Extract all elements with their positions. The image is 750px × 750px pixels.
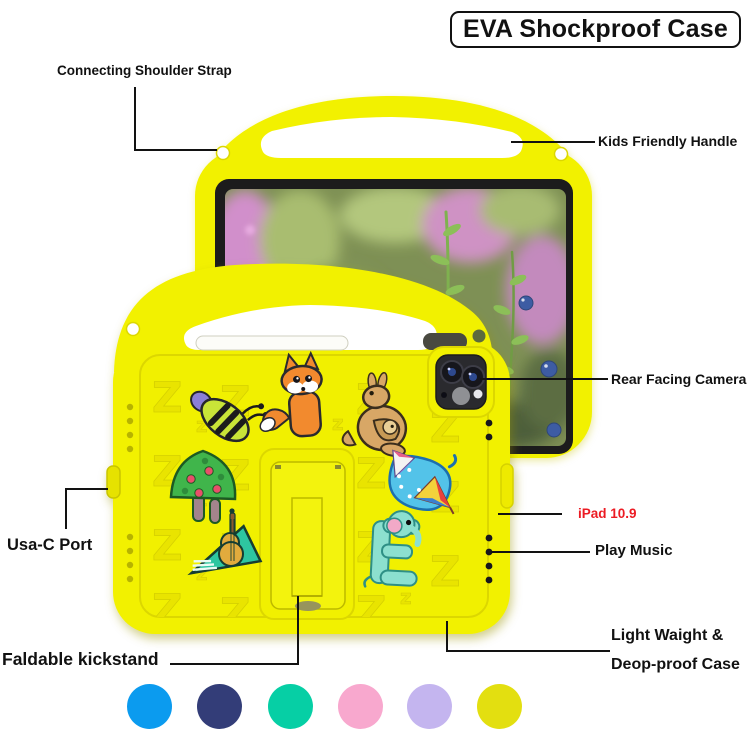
speaker-holes-right <box>485 419 493 584</box>
svg-text:Z: Z <box>152 585 182 634</box>
color-swatch-navy <box>197 684 242 729</box>
case-back-view: Z Z Z Z Z Z Z Z Z Z Z Z Z Z Z Z z z z z … <box>106 263 514 638</box>
kickstand <box>259 448 355 620</box>
volume-button-cutout <box>500 463 514 509</box>
callout-line-kickstand <box>170 596 299 665</box>
label-foldable-kickstand: Faldable kickstand <box>2 649 159 669</box>
svg-text:Z: Z <box>356 587 386 636</box>
kickstand-plate <box>270 461 346 610</box>
color-swatch-teal <box>268 684 313 729</box>
callout-line-shoulder-strap <box>134 87 217 151</box>
strap-hole-left <box>215 145 231 161</box>
handle-gap-shadow <box>423 333 467 350</box>
camera-mic <box>441 392 447 398</box>
svg-text:Z: Z <box>356 449 386 498</box>
label-ipad-model: iPad 10.9 <box>578 506 637 521</box>
charm-kangaroo-icon <box>341 371 408 457</box>
label-connecting-shoulder-strap: Connecting Shoulder Strap <box>57 63 232 78</box>
callout-lines <box>65 87 610 665</box>
svg-text:Z: Z <box>430 547 460 596</box>
callout-line-port <box>65 488 108 529</box>
svg-text:z: z <box>400 585 412 609</box>
charm-bee-icon <box>190 390 269 443</box>
pencil-slot <box>195 335 349 351</box>
speaker-holes-left <box>126 403 134 583</box>
charm-elephant-icon <box>363 510 422 588</box>
charm-umbrella-bag-icon <box>388 449 458 515</box>
svg-text:Z: Z <box>152 521 182 570</box>
color-swatch-yellow <box>477 684 522 729</box>
color-swatch-blue <box>127 684 172 729</box>
rear-camera-module <box>427 346 495 418</box>
svg-text:Z: Z <box>152 373 182 422</box>
strap-hole-right <box>553 146 569 162</box>
page-title: EVA Shockproof Case <box>463 15 728 43</box>
label-kids-friendly-handle: Kids Friendly Handle <box>598 133 738 149</box>
back-case-handle-opening <box>260 117 523 158</box>
charm-mushroom-tree-icon <box>169 449 237 524</box>
callout-line-weight <box>446 621 610 652</box>
charm-fox-icon <box>259 350 323 438</box>
front-strap-hole-right <box>472 329 486 343</box>
color-swatch-pink <box>338 684 383 729</box>
kickstand-notch <box>295 601 321 611</box>
label-play-music: Play Music <box>595 542 673 559</box>
label-rear-facing-camera: Rear Facing Camera <box>611 371 747 387</box>
usb-c-port-cutout <box>106 465 121 499</box>
title-box: EVA Shockproof Case <box>450 11 741 48</box>
camera-lidar <box>452 387 470 405</box>
svg-text:z: z <box>332 411 344 435</box>
front-strap-hole-left <box>125 321 141 337</box>
label-light-weight-line2: Deop-proof Case <box>611 656 740 673</box>
camera-flash <box>473 389 483 399</box>
color-swatch-lavender <box>407 684 452 729</box>
charm-guitar-icon <box>187 508 263 576</box>
svg-text:Z: Z <box>220 589 250 638</box>
label-usb-c-port: Usa-C Port <box>7 536 93 554</box>
label-light-weight-line1: Light Waight & <box>611 627 724 644</box>
